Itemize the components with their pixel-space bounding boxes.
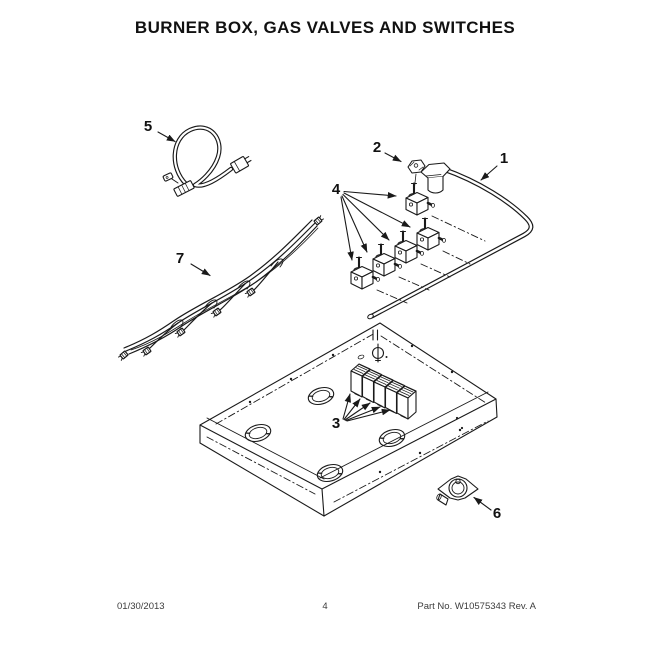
svg-text:3: 3 [332, 415, 340, 432]
callout-2: 2 [373, 139, 402, 163]
page-title: BURNER BOX, GAS VALVES AND SWITCHES [134, 18, 516, 37]
burner-switches [350, 363, 417, 420]
svg-text:1: 1 [500, 150, 508, 167]
orifice-fitting [407, 159, 426, 188]
footer-page-number: 4 [322, 601, 328, 612]
cable-terminal [162, 172, 174, 182]
cable-plug-left [173, 180, 195, 197]
spark-igniter [436, 475, 479, 506]
callout-7: 7 [176, 250, 211, 277]
callout-3: 3 [332, 393, 391, 432]
svg-text:7: 7 [176, 250, 184, 267]
callout-5: 5 [144, 118, 176, 143]
callout-1: 1 [480, 150, 508, 181]
gas-valves [349, 182, 486, 304]
footer-part-number: Part No. W10575343 Rev. A [417, 601, 536, 612]
svg-text:4: 4 [332, 181, 341, 198]
igniter-cable [162, 125, 252, 197]
callout-4: 4 [332, 181, 411, 261]
wire-harness [117, 214, 325, 362]
burner-openings [244, 386, 406, 483]
callouts: 5 7 2 1 4 [144, 118, 508, 522]
svg-text:6: 6 [493, 505, 501, 522]
cable-connector-right [230, 156, 252, 174]
footer-date: 01/30/2013 [117, 601, 165, 612]
gas-manifold-tube [367, 166, 534, 320]
ground-screw [357, 329, 388, 363]
svg-text:5: 5 [144, 118, 152, 135]
callout-6: 6 [473, 496, 501, 522]
burner-box [199, 322, 498, 517]
pressure-regulator [420, 162, 451, 194]
svg-text:2: 2 [373, 139, 381, 156]
